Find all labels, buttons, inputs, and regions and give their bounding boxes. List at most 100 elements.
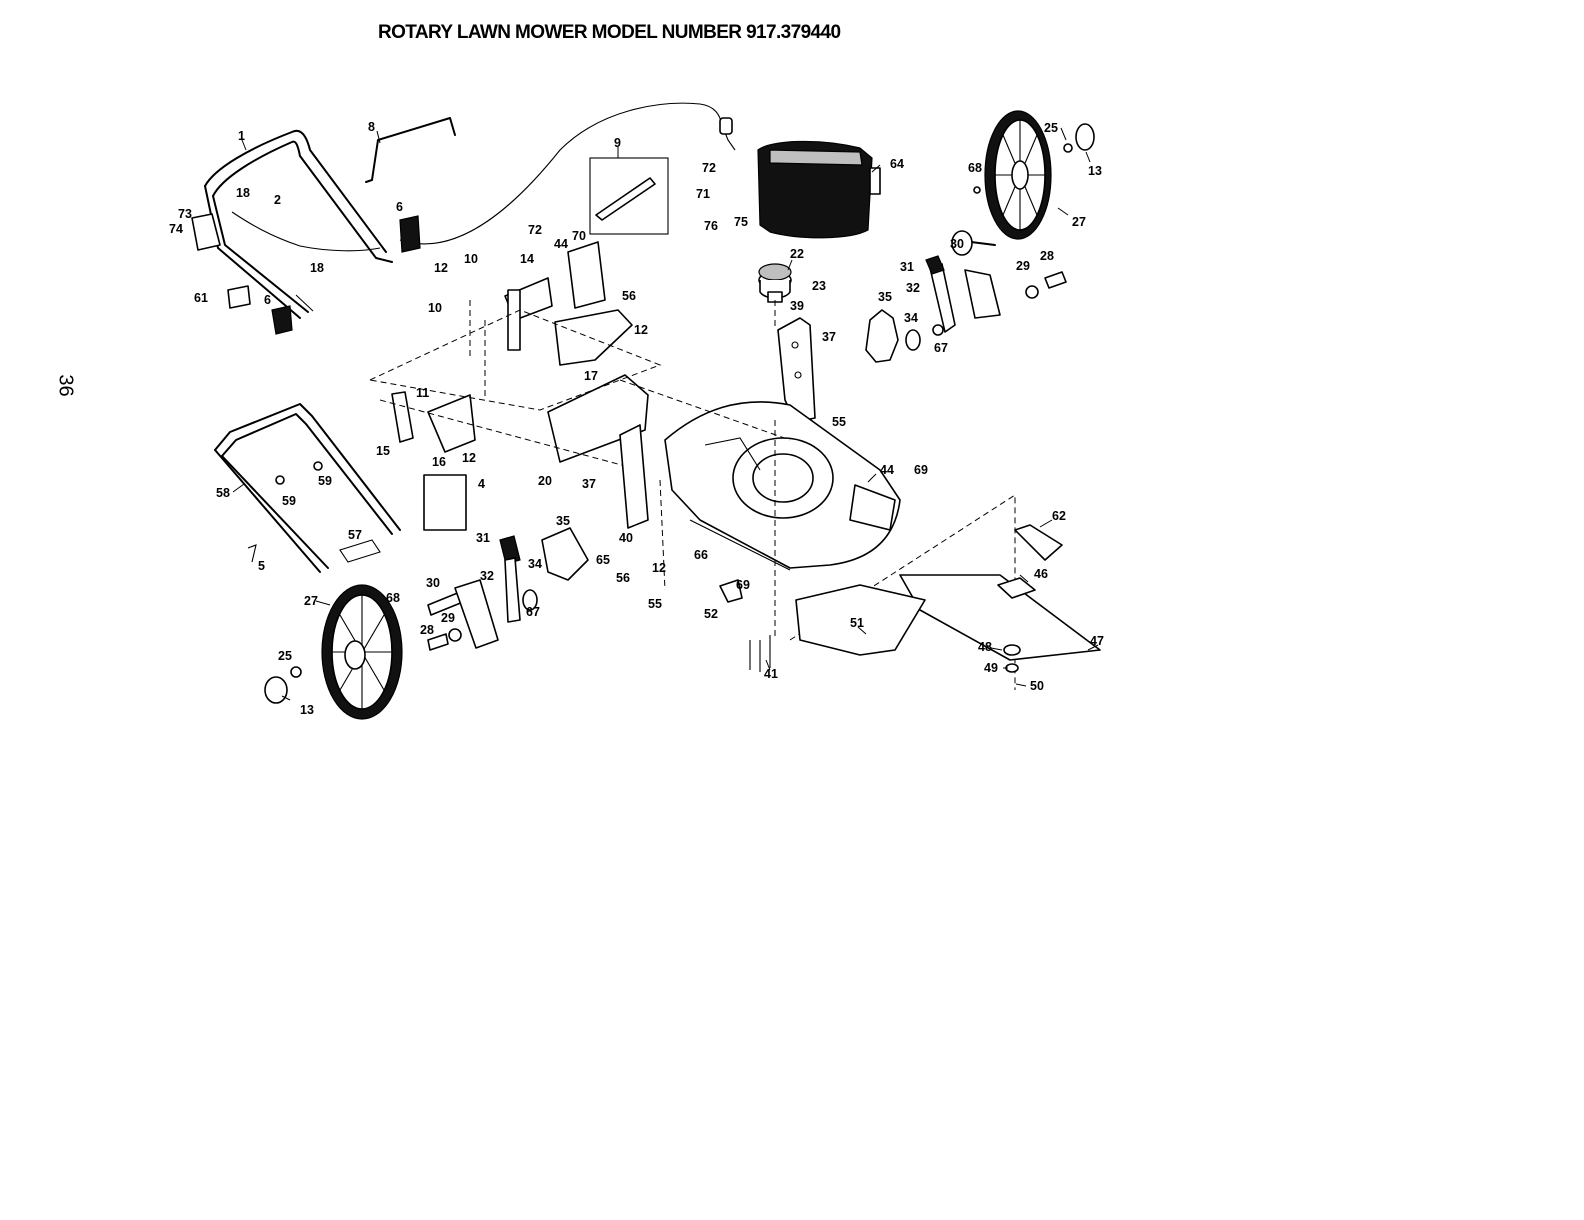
handle-hardware <box>191 213 771 672</box>
label-49: 49 <box>984 661 998 675</box>
label-10-left: 10 <box>428 301 442 315</box>
label-72-left: 72 <box>528 223 542 237</box>
label-23: 23 <box>812 279 826 293</box>
label-31-left: 31 <box>476 531 490 545</box>
label-28-right: 28 <box>1040 249 1054 263</box>
front-wheel-left <box>264 584 403 720</box>
label-62: 62 <box>1052 509 1066 523</box>
label-9: 9 <box>614 136 621 150</box>
lower-handle <box>214 403 401 573</box>
label-74: 74 <box>169 222 183 236</box>
label-68-left: 68 <box>386 591 400 605</box>
upper-handle <box>204 129 393 319</box>
label-67-right: 67 <box>934 341 948 355</box>
label-27-left: 27 <box>304 594 318 608</box>
label-51: 51 <box>850 616 864 630</box>
label-61: 61 <box>194 291 208 305</box>
label-56-top: 56 <box>622 289 636 303</box>
label-59-left: 59 <box>282 494 296 508</box>
label-35-right: 35 <box>878 290 892 304</box>
label-13-left: 13 <box>300 703 314 717</box>
label-32-right: 32 <box>906 281 920 295</box>
label-69-bottom: 69 <box>736 578 750 592</box>
label-37-right: 37 <box>822 330 836 344</box>
label-25-left: 25 <box>278 649 292 663</box>
label-29-right: 29 <box>1016 259 1030 273</box>
label-59-right: 59 <box>318 474 332 488</box>
label-55-deck: 55 <box>832 415 846 429</box>
label-18-bottom: 18 <box>310 261 324 275</box>
label-40: 40 <box>619 531 633 545</box>
label-29-left: 29 <box>441 611 455 625</box>
height-adjuster-left <box>427 424 649 651</box>
label-71: 71 <box>696 187 710 201</box>
label-75: 75 <box>734 215 748 229</box>
label-17: 17 <box>584 369 598 383</box>
rear-wheel-right <box>973 110 1095 240</box>
label-50: 50 <box>1030 679 1044 693</box>
label-55-bottom: 55 <box>648 597 662 611</box>
diagram-title: ROTARY LAWN MOWER MODEL NUMBER 917.37944… <box>378 22 841 43</box>
control-cable <box>399 102 736 245</box>
label-34-right: 34 <box>904 311 918 325</box>
label-25-right: 25 <box>1044 121 1058 135</box>
label-44-top: 44 <box>554 237 568 251</box>
label-48: 48 <box>978 640 992 654</box>
label-18-top: 18 <box>236 186 250 200</box>
label-52: 52 <box>704 607 718 621</box>
mower-deck <box>664 401 901 571</box>
label-12-mid: 12 <box>462 451 476 465</box>
label-6-lower: 6 <box>264 293 271 307</box>
label-73: 73 <box>178 207 192 221</box>
label-27-right: 27 <box>1072 215 1086 229</box>
label-28-left: 28 <box>420 623 434 637</box>
label-2: 2 <box>274 193 281 207</box>
label-41: 41 <box>764 667 778 681</box>
label-32-left: 32 <box>480 569 494 583</box>
label-35-left: 35 <box>556 514 570 528</box>
label-64: 64 <box>890 157 904 171</box>
pulley <box>758 263 792 303</box>
bracket-35-right <box>865 309 921 363</box>
blade-assembly <box>719 524 1101 673</box>
label-57: 57 <box>348 528 362 542</box>
label-66: 66 <box>694 548 708 562</box>
label-30-right: 30 <box>950 237 964 251</box>
bail-bar <box>365 117 456 183</box>
label-47: 47 <box>1090 634 1104 648</box>
label-67-left: 67 <box>526 605 540 619</box>
label-6-upper: 6 <box>396 200 403 214</box>
label-69-deck: 69 <box>914 463 928 477</box>
label-10-top: 10 <box>464 252 478 266</box>
part-labels: 1 2 4 5 6 6 8 9 10 10 11 12 12 12 12 13 … <box>169 120 1104 717</box>
label-14: 14 <box>520 252 534 266</box>
label-15: 15 <box>376 444 390 458</box>
label-44-deck: 44 <box>880 463 894 477</box>
label-68-right: 68 <box>968 161 982 175</box>
label-1: 1 <box>238 129 245 143</box>
label-65: 65 <box>596 553 610 567</box>
label-13-right: 13 <box>1088 164 1102 178</box>
label-12-top: 12 <box>434 261 448 275</box>
engine <box>757 140 881 239</box>
label-30-left: 30 <box>426 576 440 590</box>
label-76: 76 <box>704 219 718 233</box>
rear-chute-parts <box>391 241 649 531</box>
label-46: 46 <box>1034 567 1048 581</box>
label-12-bottom: 12 <box>652 561 666 575</box>
label-34-left: 34 <box>528 557 542 571</box>
height-adjuster-right <box>925 230 1067 336</box>
label-leaders <box>232 127 1099 701</box>
label-8: 8 <box>368 120 375 134</box>
label-16: 16 <box>432 455 446 469</box>
label-22: 22 <box>790 247 804 261</box>
label-5: 5 <box>258 559 265 573</box>
label-58: 58 <box>216 486 230 500</box>
label-12-chute: 12 <box>634 323 648 337</box>
label-37-left: 37 <box>582 477 596 491</box>
label-72-right: 72 <box>702 161 716 175</box>
label-20: 20 <box>538 474 552 488</box>
label-11: 11 <box>416 386 429 400</box>
label-39: 39 <box>790 299 804 313</box>
